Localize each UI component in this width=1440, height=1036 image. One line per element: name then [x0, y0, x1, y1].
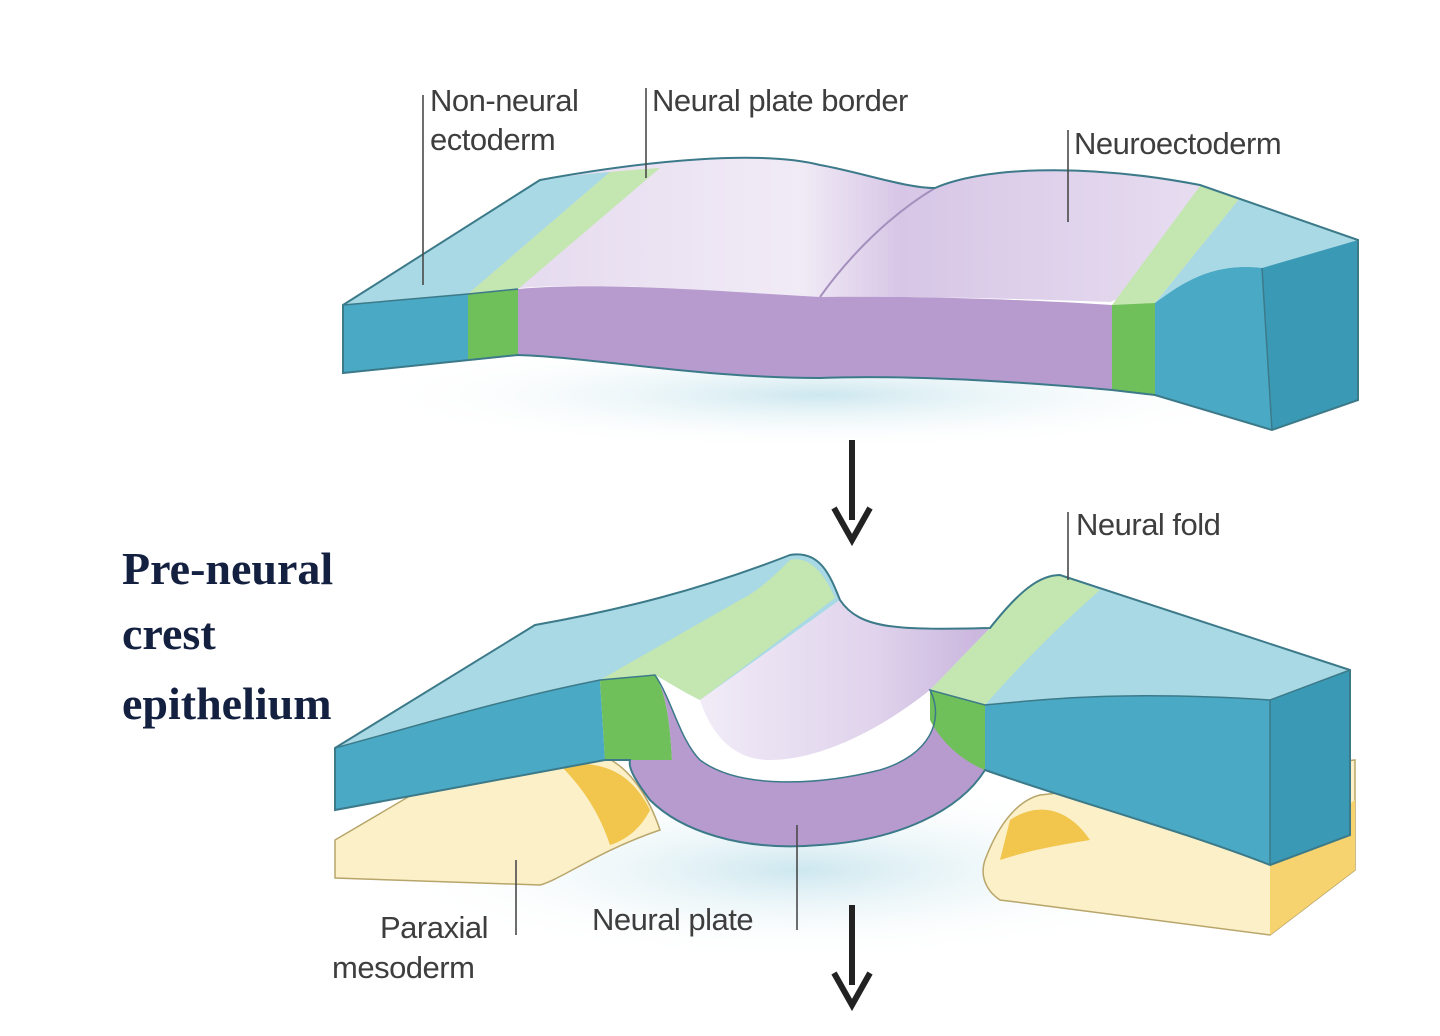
top-left-border-side: [468, 289, 518, 360]
top-right-border-side: [1112, 303, 1155, 395]
top-right-end-face: [1262, 240, 1358, 430]
right-fold-non-neural-side: [985, 695, 1270, 865]
right-fold-end-face: [1270, 670, 1350, 865]
neural-plate-body: [629, 675, 985, 847]
down-arrow-2: [831, 905, 873, 1012]
top-slab-crease: [819, 187, 936, 298]
label-neural-fold: Neural fold: [1076, 507, 1220, 542]
label-neural-plate-border: Neural plate border: [652, 83, 908, 118]
left-fold-border-top: [600, 559, 835, 700]
left-fold-top-surface: [335, 554, 840, 748]
top-left-border-top: [468, 168, 660, 294]
label-neuroectoderm: Neuroectoderm: [1074, 126, 1281, 161]
left-fold-border-side: [600, 675, 672, 760]
bottom-slab-outline: [334, 553, 1351, 867]
neural-fold-slab: [334, 553, 1356, 960]
caption-line-1: Pre-neural: [122, 543, 333, 594]
label-neural-plate: Neural plate: [592, 902, 753, 937]
neural-groove-surface: [700, 600, 990, 760]
label-non-neural-ectoderm-line1: Non-neural: [430, 83, 578, 118]
right-paraxial-mesoderm-face: [1000, 809, 1090, 860]
right-fold-border-top: [930, 575, 1100, 705]
top-left-non-neural-top: [343, 172, 610, 305]
label-paraxial-mesoderm-line2: mesoderm: [332, 950, 474, 985]
flat-neural-plate-slab: [342, 156, 1359, 450]
caption-line-2: crest: [122, 608, 216, 659]
caption-line-3: epithelium: [122, 678, 332, 729]
left-fold-non-neural-side: [335, 680, 605, 810]
top-neural-plate-side: [518, 286, 1112, 390]
top-right-border-top: [1112, 186, 1240, 305]
top-left-non-neural-side: [343, 294, 468, 373]
top-slab-outline: [342, 156, 1359, 432]
right-fold-border-side: [930, 690, 985, 770]
top-right-non-neural-top: [1155, 198, 1358, 303]
left-paraxial-mesoderm-face: [560, 763, 650, 845]
down-arrow-1: [831, 440, 873, 547]
label-non-neural-ectoderm-line2: ectoderm: [430, 122, 555, 157]
label-paraxial-mesoderm-line1: Paraxial: [380, 910, 488, 945]
top-right-non-neural-side: [1155, 267, 1272, 430]
